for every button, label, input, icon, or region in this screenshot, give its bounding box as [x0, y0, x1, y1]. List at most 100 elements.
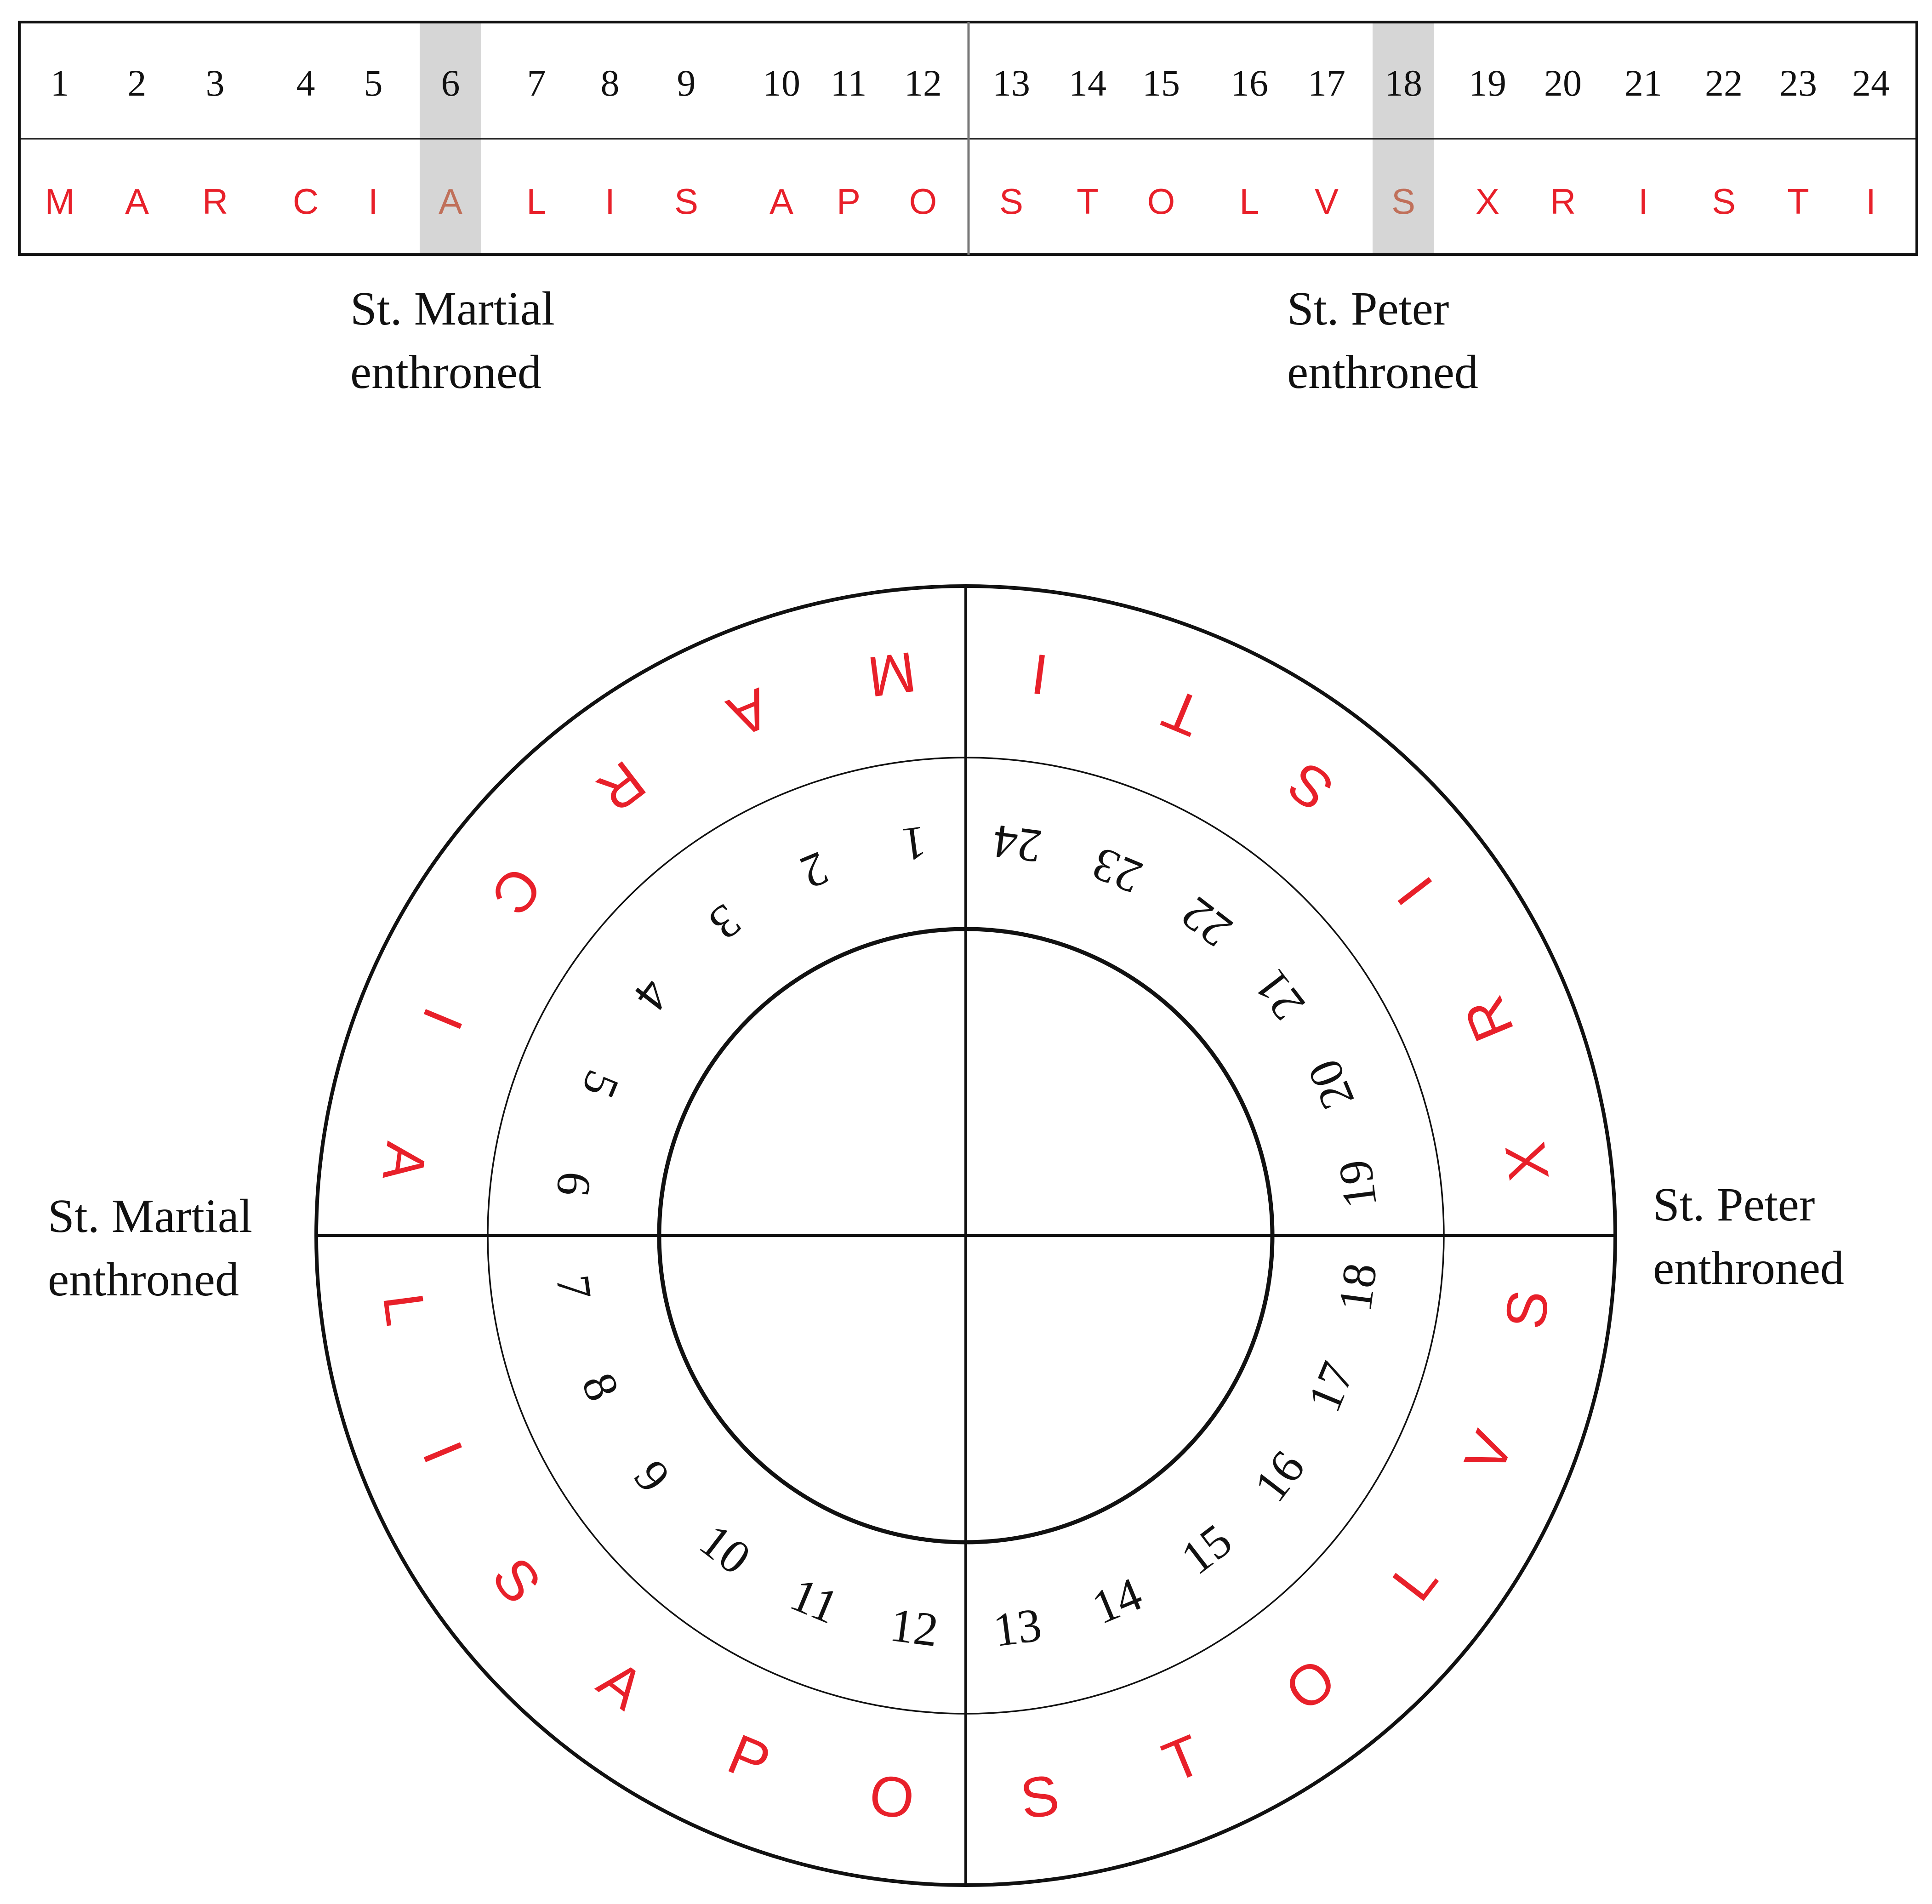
- wheel-letter-15: O: [1274, 1646, 1348, 1723]
- wheel-number-13: 13: [990, 1598, 1044, 1657]
- wheel-letter-10: A: [587, 1648, 655, 1722]
- wheel-letter-20: R: [1452, 988, 1526, 1050]
- caption-martial-side-line2: enthroned: [48, 1253, 239, 1306]
- table-letter-15: O: [1147, 181, 1175, 222]
- table-number-17: 17: [1308, 62, 1345, 104]
- wheel-letter-17: V: [1453, 1423, 1526, 1482]
- table-number-23: 23: [1779, 62, 1817, 104]
- table-number-15: 15: [1142, 62, 1180, 104]
- wheel-letter-18: S: [1493, 1287, 1562, 1333]
- table-number-10: 10: [763, 62, 800, 104]
- caption-peter-top-line2: enthroned: [1287, 346, 1478, 399]
- table-number-12: 12: [904, 62, 942, 104]
- wheel-letter-16: L: [1380, 1549, 1450, 1613]
- table-letter-17: V: [1315, 181, 1339, 222]
- wheel-letter-22: S: [1276, 750, 1345, 823]
- table-number-21: 21: [1624, 62, 1662, 104]
- table-number-2: 2: [128, 62, 147, 104]
- caption-peter-top-line1: St. Peter: [1287, 282, 1449, 335]
- table-letter-12: O: [909, 181, 937, 222]
- table-number-22: 22: [1705, 62, 1743, 104]
- wheel-number-15: 15: [1171, 1514, 1242, 1585]
- wheel-letter-9: S: [480, 1546, 553, 1615]
- wheel-number-21: 21: [1244, 960, 1315, 1030]
- table-number-5: 5: [364, 62, 383, 104]
- wheel-letter-2: A: [719, 676, 779, 749]
- wheel-letter-5: I: [410, 999, 475, 1038]
- table-number-8: 8: [601, 62, 620, 104]
- table-number-20: 20: [1544, 62, 1582, 104]
- wheel-number-8: 8: [571, 1366, 629, 1408]
- wheel-number-14: 14: [1085, 1567, 1149, 1634]
- wheel-letter-1: M: [864, 639, 919, 708]
- wheel-letter-3: R: [585, 749, 656, 824]
- caption-martial-top-line2: enthroned: [350, 346, 541, 399]
- wheel-letter-7: L: [371, 1290, 438, 1329]
- wheel-letter-6: A: [370, 1139, 439, 1185]
- wheel-number-4: 4: [624, 969, 680, 1020]
- wheel-number-12: 12: [887, 1598, 941, 1657]
- table-number-19: 19: [1469, 62, 1506, 104]
- wheel-number-18: 18: [1328, 1260, 1387, 1314]
- wheel-letter-23: T: [1154, 677, 1211, 748]
- table-number-4: 4: [296, 62, 315, 104]
- table-letter-22: S: [1712, 181, 1736, 222]
- wheel-number-24: 24: [990, 815, 1044, 873]
- table-number-11: 11: [831, 62, 867, 104]
- table-number-14: 14: [1069, 62, 1106, 104]
- table-letter-18: S: [1391, 181, 1415, 222]
- table-number-7: 7: [527, 62, 546, 104]
- wheel-letter-21: I: [1385, 865, 1445, 916]
- table-letter-3: R: [202, 181, 228, 222]
- wheel-letter-13: S: [1017, 1763, 1063, 1831]
- table-letter-6: A: [439, 181, 462, 222]
- caption-peter-side-line1: St. Peter: [1653, 1178, 1815, 1231]
- table-letter-21: I: [1638, 181, 1648, 222]
- wheel-letter-19: X: [1493, 1139, 1562, 1185]
- table-letter-5: I: [368, 181, 378, 222]
- wheel-letter-11: P: [719, 1722, 779, 1796]
- table-number-18: 18: [1385, 62, 1422, 104]
- table-letter-19: X: [1476, 181, 1499, 222]
- wheel-number-11: 11: [783, 1568, 846, 1634]
- table-letter-7: L: [526, 181, 546, 222]
- table-letter-23: T: [1787, 181, 1809, 222]
- wheel-letter-4: C: [479, 855, 554, 926]
- wheel-number-7: 7: [546, 1272, 602, 1303]
- table-letter-13: S: [999, 181, 1023, 222]
- table-number-9: 9: [677, 62, 696, 104]
- wheel-letter-24: I: [1028, 642, 1052, 707]
- wheel-number-3: 3: [700, 894, 751, 950]
- table-letter-11: P: [837, 181, 861, 222]
- wheel-number-9: 9: [624, 1451, 680, 1502]
- wheel-number-1: 1: [899, 816, 929, 872]
- wheel-number-16: 16: [1244, 1441, 1315, 1511]
- caption-martial-side-line1: St. Martial: [48, 1190, 252, 1243]
- table-letter-24: I: [1866, 181, 1876, 222]
- wheel-number-10: 10: [690, 1514, 760, 1585]
- table-letter-20: R: [1550, 181, 1576, 222]
- table-letter-16: L: [1239, 181, 1259, 222]
- wheel-number-2: 2: [793, 841, 836, 899]
- wheel-number-23: 23: [1085, 837, 1149, 904]
- table-letter-8: I: [605, 181, 615, 222]
- table-letter-10: A: [769, 181, 793, 222]
- wheel-number-5: 5: [571, 1063, 629, 1106]
- caption-peter-side-line2: enthroned: [1653, 1242, 1844, 1294]
- table-number-24: 24: [1852, 62, 1890, 104]
- wheel-number-17: 17: [1297, 1355, 1364, 1419]
- wheel-letter-14: T: [1154, 1723, 1211, 1795]
- table-number-6: 6: [441, 62, 460, 104]
- wheel-letter-12: O: [866, 1763, 918, 1831]
- wheel-number-20: 20: [1297, 1052, 1364, 1117]
- table-number-13: 13: [992, 62, 1030, 104]
- wheel-number-6: 6: [546, 1169, 602, 1199]
- caption-martial-top-line1: St. Martial: [350, 282, 555, 335]
- wheel-number-19: 19: [1328, 1157, 1387, 1211]
- table-number-3: 3: [206, 62, 225, 104]
